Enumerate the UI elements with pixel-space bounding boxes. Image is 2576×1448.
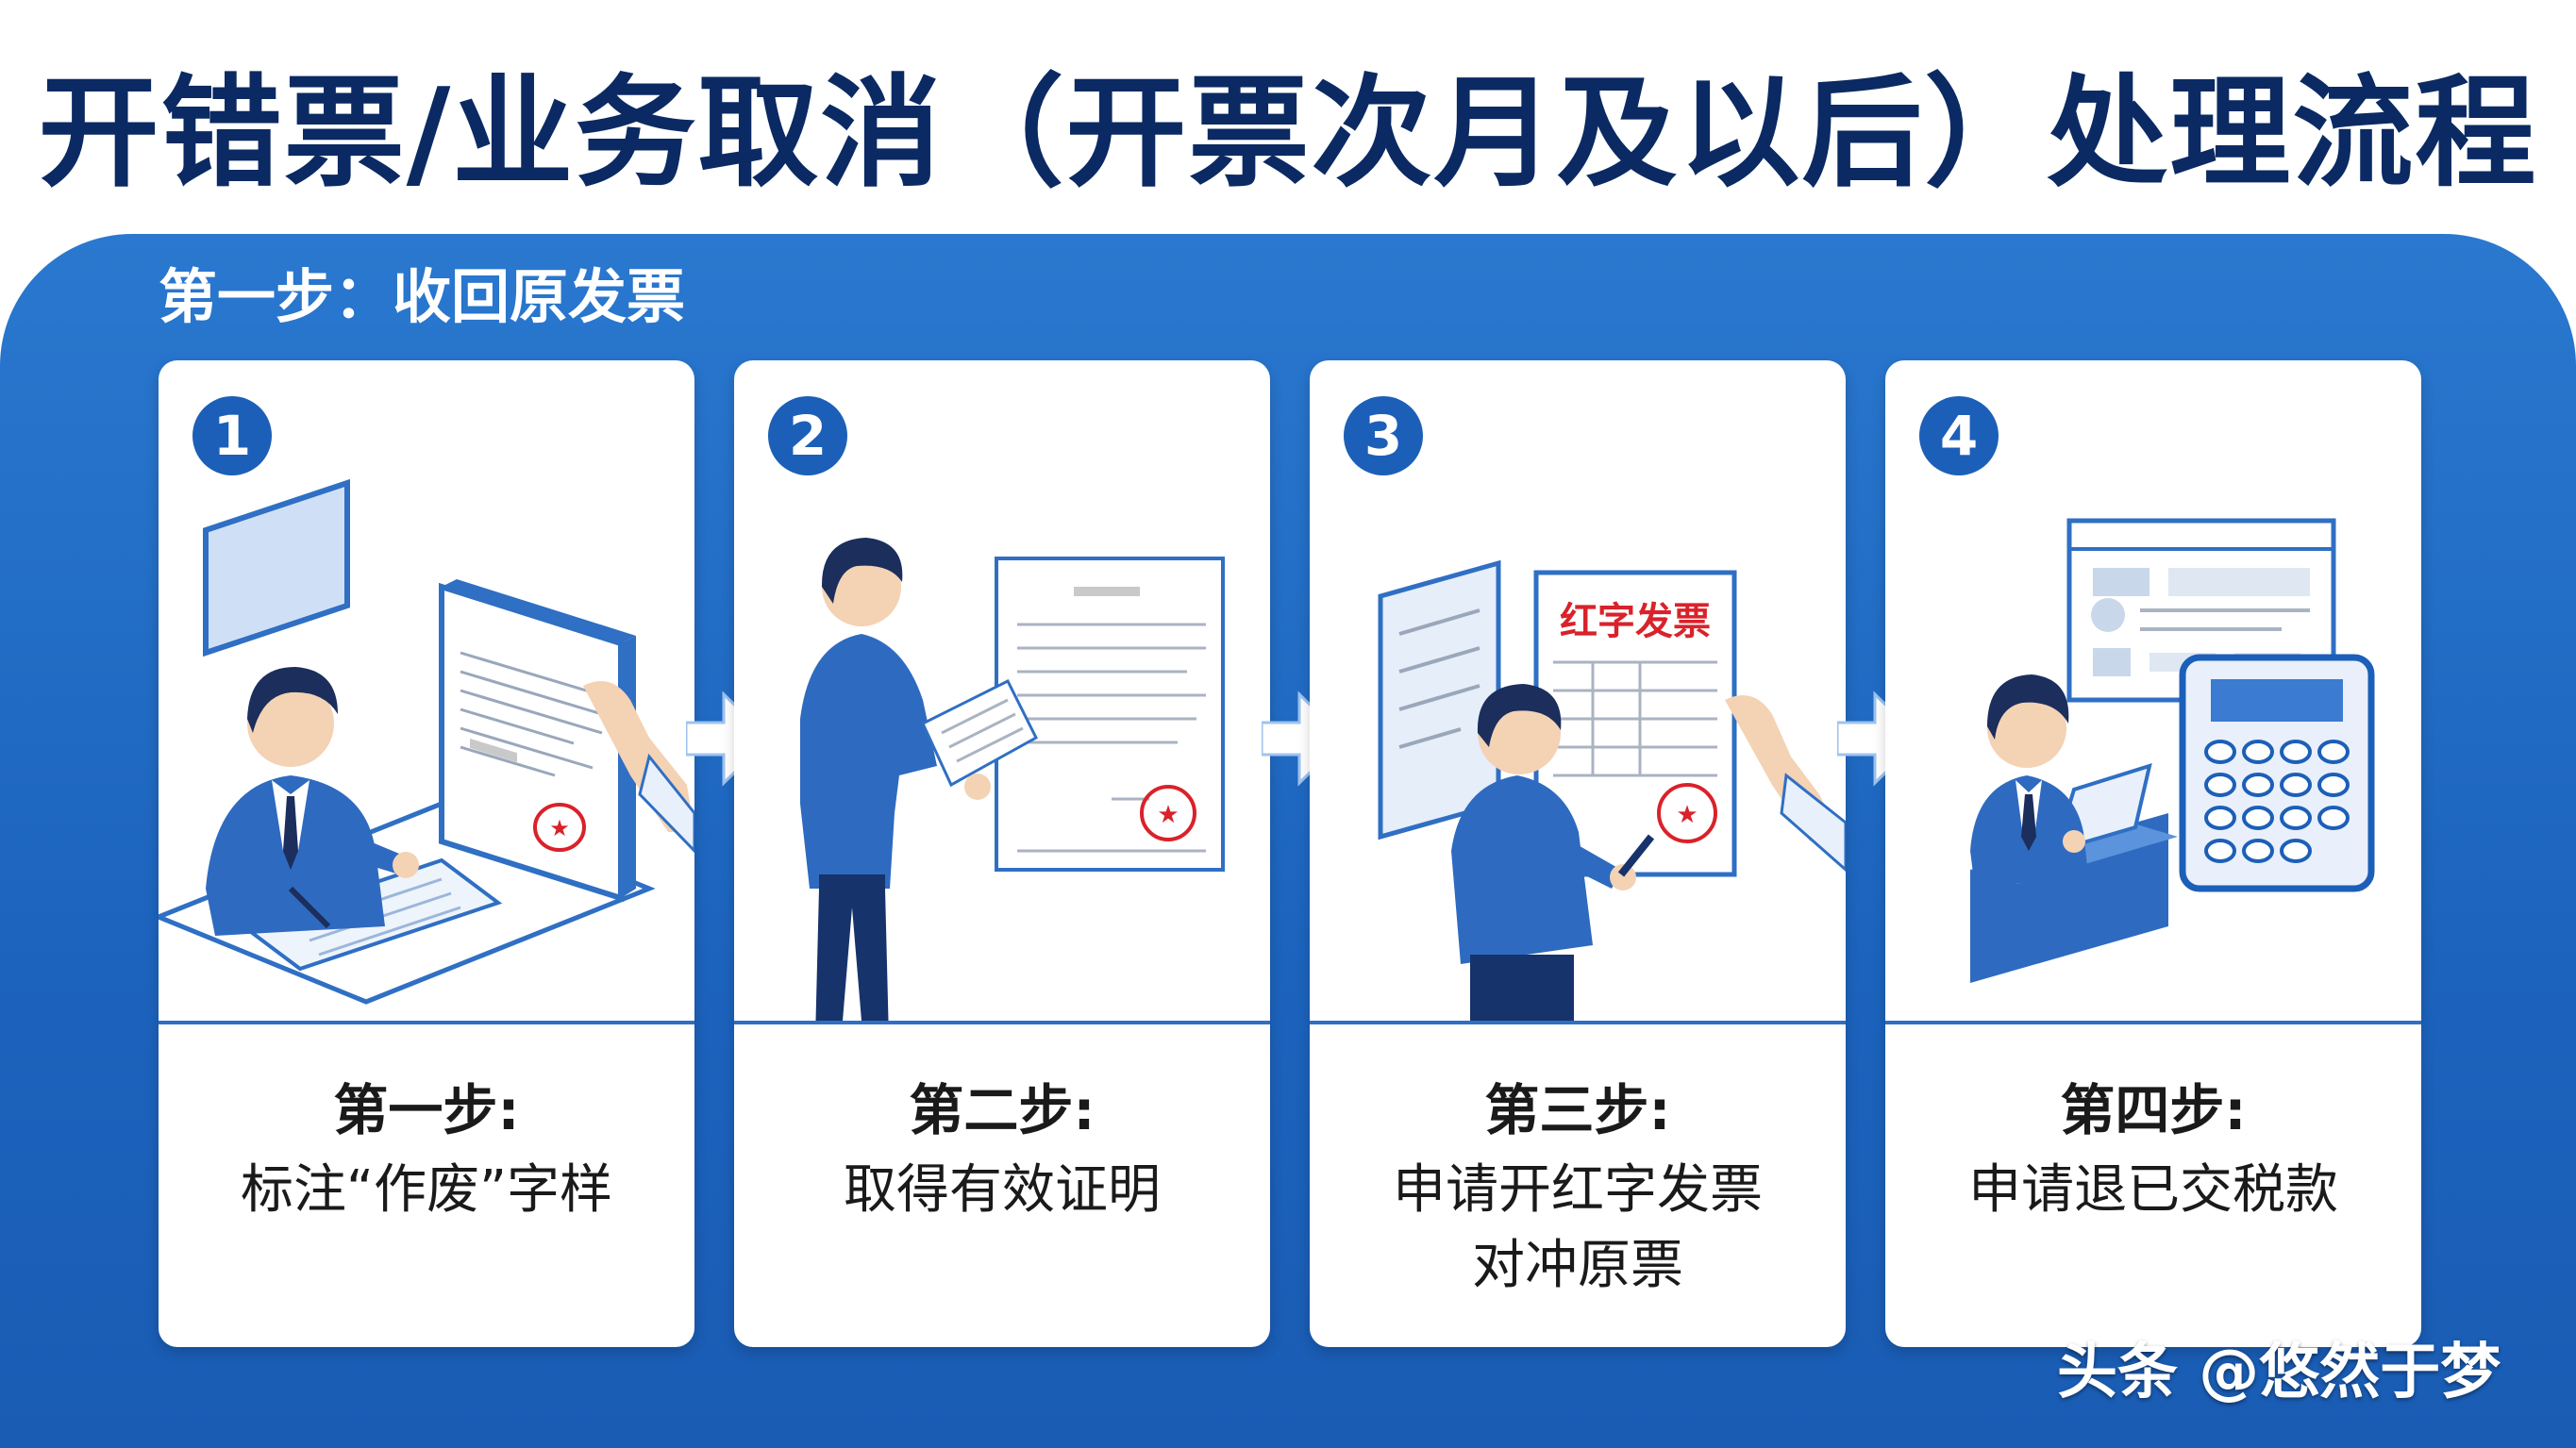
step-label: 第一步: — [333, 1078, 520, 1142]
step-description-line: 申请退已交税款 — [1968, 1159, 2338, 1221]
step-description: 申请退已交税款 — [1885, 1153, 2421, 1228]
step-description: 取得有效证明 — [734, 1153, 1270, 1228]
card-divider — [1310, 1021, 1846, 1024]
red-invoice-illustration: 红字发票 ★ — [1378, 559, 1846, 1021]
svg-text:★: ★ — [549, 815, 570, 841]
step-label: 第三步: — [1484, 1078, 1671, 1142]
obtain-proof-illustration: ★ — [800, 538, 1225, 1021]
page-title: 开错票/业务取消（开票次月及以后）处理流程 — [38, 63, 2538, 204]
step-card-2: ★ 2 第二步: 取得有效证明 — [734, 360, 1270, 1347]
mark-void-illustration: ★ — [159, 478, 694, 1005]
step-description-line: 对冲原票 — [1472, 1235, 1683, 1296]
card-divider — [159, 1021, 694, 1024]
card-divider — [1885, 1021, 2421, 1024]
step-description: 申请开红字发票 对冲原票 — [1310, 1153, 1846, 1304]
step-number-badge: 2 — [768, 396, 847, 475]
source-watermark: 头条 @悠然于梦 — [2057, 1338, 2501, 1407]
step-card-3: 红字发票 ★ 3 第三步: 申请开红字发票 对冲原票 — [1310, 360, 1846, 1347]
step-description-line: 申请开红字发票 — [1393, 1159, 1763, 1221]
step-card-1: ★ 1 第一步: 标注“作废”字样 — [159, 360, 694, 1347]
step-number-badge: 4 — [1919, 396, 1999, 475]
step-label: 第四步: — [2060, 1078, 2247, 1142]
panel-subtitle: 第一步：收回原发票 — [159, 262, 686, 331]
svg-text:★: ★ — [1676, 801, 1698, 829]
step-description-line: 取得有效证明 — [844, 1159, 1161, 1221]
step-description-line: 标注“作废”字样 — [240, 1159, 613, 1221]
step-number-badge: 1 — [192, 396, 272, 475]
step-card-4: 4 第四步: 申请退已交税款 — [1885, 360, 2421, 1347]
step-number-badge: 3 — [1344, 396, 1423, 475]
step-label: 第二步: — [909, 1078, 1096, 1142]
step-description: 标注“作废”字样 — [159, 1153, 694, 1228]
card-divider — [734, 1021, 1270, 1024]
red-invoice-title: 红字发票 — [1560, 600, 1711, 643]
tax-refund-illustration — [1970, 518, 2375, 983]
svg-text:★: ★ — [1157, 801, 1179, 829]
